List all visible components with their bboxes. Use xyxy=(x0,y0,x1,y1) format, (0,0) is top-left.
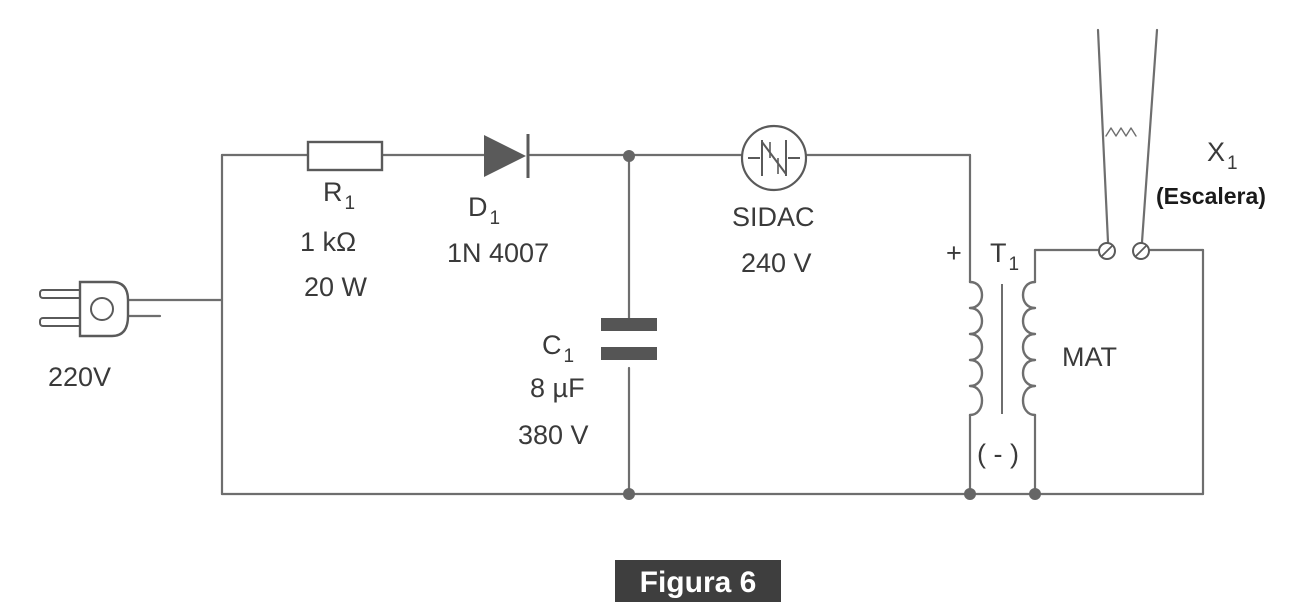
sidac-symbol xyxy=(740,124,808,192)
diode-symbol xyxy=(484,134,530,178)
capacitor-symbol xyxy=(601,318,657,360)
junction-dots xyxy=(623,150,1041,500)
figure-label: Figura 6 xyxy=(640,566,757,599)
spark-gap-note: (Escalera) xyxy=(1156,183,1266,209)
capacitor-value: 8 µF xyxy=(530,373,585,403)
primary-coil xyxy=(968,280,984,417)
transformer-symbol xyxy=(968,280,1037,417)
capacitor-voltage: 380 V xyxy=(518,420,589,450)
transformer-minus: ( - ) xyxy=(977,439,1019,469)
transformer-output: MAT xyxy=(1062,342,1117,372)
spark-gap-terminals xyxy=(1098,242,1150,260)
diode-part: 1N 4007 xyxy=(447,238,549,268)
sidac-voltage: 240 V xyxy=(741,248,812,278)
source-label: 220V xyxy=(48,362,111,392)
secondary-coil xyxy=(1021,280,1037,417)
resistor-value: 1 kΩ xyxy=(300,227,356,257)
resistor-symbol xyxy=(306,140,384,172)
transformer-plus: + xyxy=(946,238,962,268)
figure-caption: Figura 6 xyxy=(615,560,781,602)
resistor-power: 20 W xyxy=(304,272,368,302)
plug-icon xyxy=(39,280,130,338)
sidac-name: SIDAC xyxy=(732,202,815,232)
wires xyxy=(126,28,1205,496)
